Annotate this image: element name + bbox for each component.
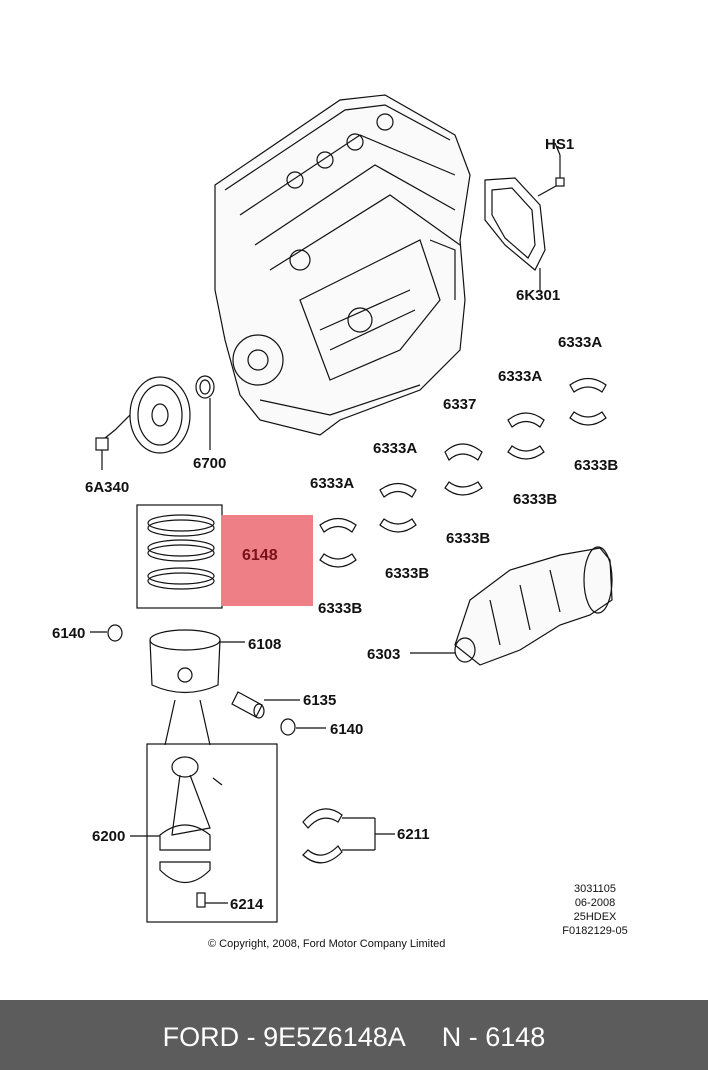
label-6140-right[interactable]: 6140 <box>330 721 364 738</box>
circlip-right <box>280 718 326 736</box>
label-hs1[interactable]: HS1 <box>545 136 575 153</box>
ref-line-3: 25HDEX <box>573 911 617 923</box>
label-6333b-2[interactable]: 6333B <box>513 491 558 508</box>
label-6333b-1[interactable]: 6333B <box>574 457 619 474</box>
label-6333a-4[interactable]: 6333A <box>310 475 355 492</box>
label-6303[interactable]: 6303 <box>367 646 401 663</box>
rod-bearing-6211 <box>302 808 395 864</box>
ref-line-4: F0182129-05 <box>562 925 628 937</box>
label-6a340[interactable]: 6A340 <box>85 479 130 496</box>
label-6214[interactable]: 6214 <box>230 896 264 913</box>
label-6211[interactable]: 6211 <box>397 826 430 843</box>
footer-bar <box>0 1000 708 1070</box>
label-6337[interactable]: 6337 <box>443 396 477 413</box>
front-seal-6700 <box>195 375 215 450</box>
rear-seal-6k301 <box>484 177 546 285</box>
piston-rings-6148 <box>136 504 223 609</box>
part-number-caption: FORD - 9E5Z6148A N - 6148 <box>162 1022 546 1052</box>
piston-pin-6135 <box>231 691 300 719</box>
bolt-hs1 <box>537 155 565 197</box>
bearing-set <box>319 377 607 568</box>
label-6333b-4[interactable]: 6333B <box>385 565 430 582</box>
crank-sprocket <box>95 376 191 470</box>
label-6148[interactable]: 6148 <box>242 547 278 564</box>
label-6108[interactable]: 6108 <box>248 636 282 653</box>
label-6333a-1[interactable]: 6333A <box>558 334 603 351</box>
engine-assembly <box>214 94 471 436</box>
ref-line-2: 06-2008 <box>574 897 616 909</box>
label-6333b-5[interactable]: 6333B <box>318 600 363 617</box>
diagram-reference-block: 3031105 06-2008 25HDEX F0182129-05 <box>555 882 635 938</box>
connecting-rod-6200 <box>130 743 278 923</box>
label-6333a-2[interactable]: 6333A <box>498 368 543 385</box>
label-6333b-3[interactable]: 6333B <box>446 530 491 547</box>
label-6140-left[interactable]: 6140 <box>52 625 86 642</box>
circlip-left <box>90 624 123 642</box>
copyright-notice: © Copyright, 2008, Ford Motor Company Li… <box>208 938 446 950</box>
piston-6108 <box>149 629 245 746</box>
exploded-parts-diagram <box>90 94 613 923</box>
label-6135[interactable]: 6135 <box>303 692 337 709</box>
highlighted-part-box <box>221 515 313 606</box>
ref-line-1: 3031105 <box>573 883 616 895</box>
label-6k301[interactable]: 6K301 <box>516 287 561 304</box>
label-6333a-3[interactable]: 6333A <box>373 440 418 457</box>
crankshaft-6303 <box>410 546 613 666</box>
label-6700[interactable]: 6700 <box>193 455 227 472</box>
label-6200[interactable]: 6200 <box>92 828 126 845</box>
